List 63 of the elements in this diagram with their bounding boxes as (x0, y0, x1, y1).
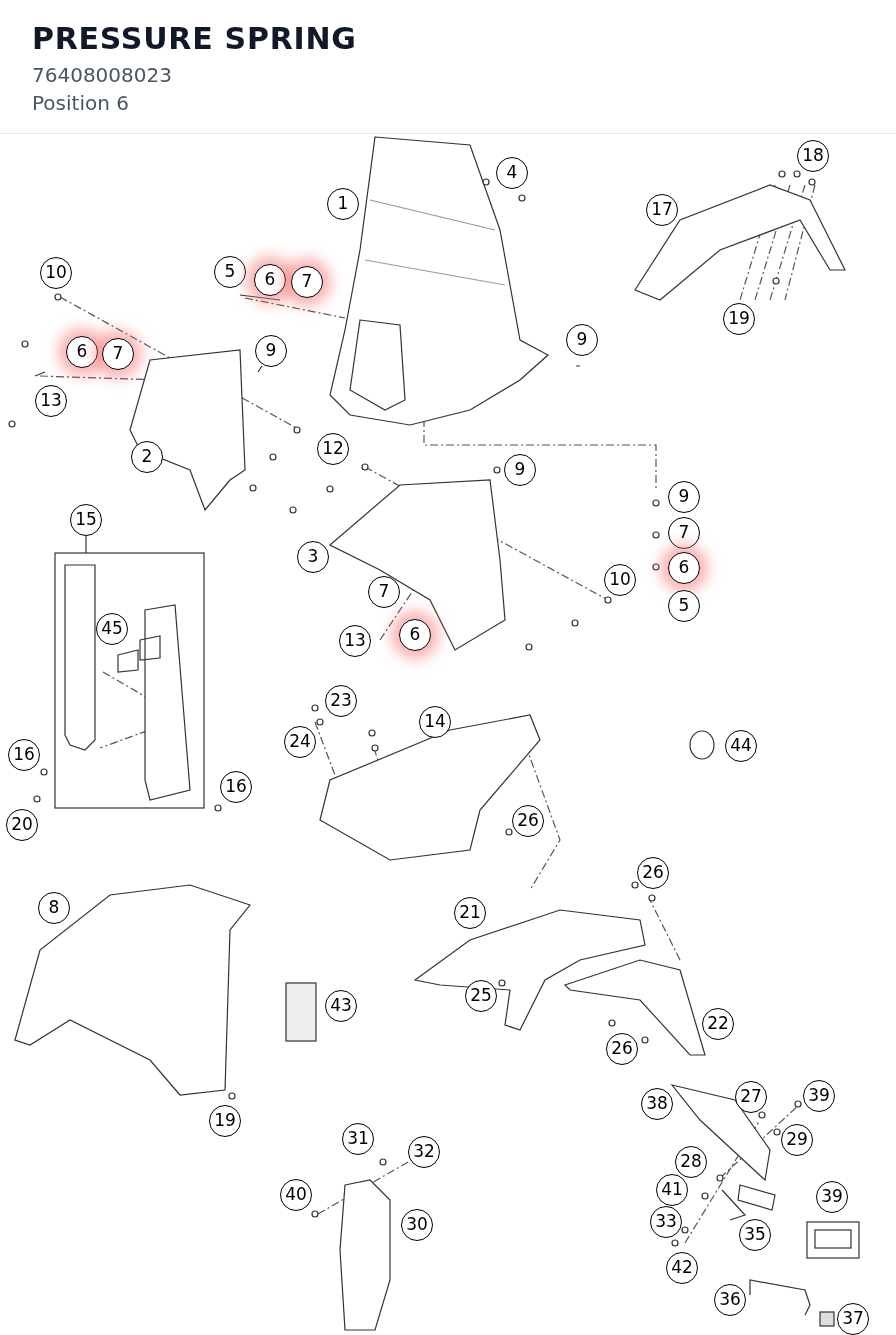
callout-number: 3 (297, 541, 329, 573)
callout-number: 21 (454, 897, 486, 929)
callout-number: 26 (637, 857, 669, 889)
callout-number: 20 (6, 809, 38, 841)
part-number: 76408008023 (32, 62, 172, 89)
callout-number: 18 (797, 140, 829, 172)
callout-number: 33 (650, 1206, 682, 1238)
callout-number: 6 (668, 552, 700, 584)
callout-number: 30 (401, 1209, 433, 1241)
callout-number: 44 (725, 730, 757, 762)
callout-number: 19 (723, 303, 755, 335)
callout-number: 8 (38, 892, 70, 924)
callout-number: 29 (781, 1124, 813, 1156)
callout-number: 23 (325, 685, 357, 717)
callout-number: 13 (35, 385, 67, 417)
callout-number: 1 (327, 188, 359, 220)
callout-number: 13 (339, 625, 371, 657)
callout-number: 22 (702, 1008, 734, 1040)
callout-number: 9 (504, 454, 536, 486)
callout-number: 19 (209, 1105, 241, 1137)
callout-number: 43 (325, 990, 357, 1022)
callout-number: 35 (739, 1219, 771, 1251)
callout-number: 32 (408, 1136, 440, 1168)
callout-number: 16 (8, 739, 40, 771)
callout-number: 7 (291, 266, 323, 298)
callout-number: 15 (70, 504, 102, 536)
callout-number: 10 (604, 564, 636, 596)
callout-number: 24 (284, 726, 316, 758)
callout-number: 26 (512, 805, 544, 837)
callout-number: 6 (399, 619, 431, 651)
callout-number: 10 (40, 257, 72, 289)
callout-number: 40 (280, 1179, 312, 1211)
callout-number: 9 (566, 324, 598, 356)
callout-number: 45 (96, 613, 128, 645)
callout-number: 27 (735, 1081, 767, 1113)
position-text: Position 6 (32, 90, 129, 117)
callout-number: 42 (666, 1252, 698, 1284)
callout-number: 5 (668, 590, 700, 622)
callout-number: 5 (214, 256, 246, 288)
callout-number: 39 (803, 1080, 835, 1112)
callout-number: 39 (816, 1181, 848, 1213)
callout-number: 28 (675, 1146, 707, 1178)
callout-number: 9 (668, 481, 700, 513)
callout-number: 26 (606, 1033, 638, 1065)
callout-number: 7 (668, 517, 700, 549)
callout-number: 4 (496, 157, 528, 189)
callout-number: 14 (419, 706, 451, 738)
callout-number: 36 (714, 1284, 746, 1316)
callout-number: 37 (837, 1303, 869, 1335)
title: PRESSURE SPRING (32, 20, 358, 58)
callout-number: 7 (368, 576, 400, 608)
callout-number: 16 (220, 771, 252, 803)
callout-number: 31 (342, 1123, 374, 1155)
callout-number: 2 (131, 441, 163, 473)
callout-number: 9 (255, 335, 287, 367)
callout-number: 12 (317, 433, 349, 465)
callout-number: 6 (254, 264, 286, 296)
callout-number: 25 (465, 980, 497, 1012)
callout-number: 38 (641, 1088, 673, 1120)
callout-number: 6 (66, 336, 98, 368)
callout-number: 17 (646, 194, 678, 226)
callout-number: 41 (656, 1174, 688, 1206)
callout-number: 7 (102, 338, 134, 370)
